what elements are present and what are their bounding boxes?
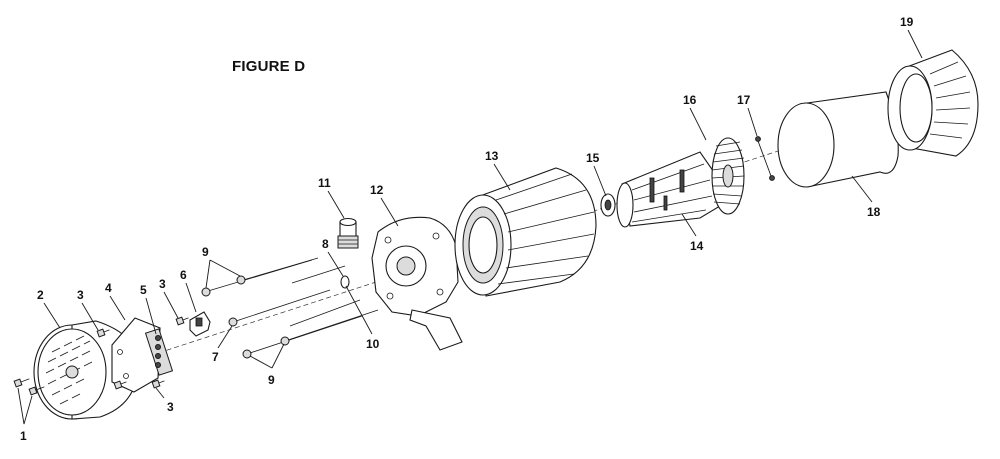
callout-17: 17 (737, 93, 751, 107)
rotor-part (616, 151, 721, 228)
callout-10: 10 (366, 337, 380, 351)
stator-part (454, 167, 597, 297)
terminal-block-part (144, 328, 174, 376)
washer-part (340, 275, 350, 289)
cover-screws-part (13, 378, 45, 396)
callout-labels: 1 2 3 4 5 3 3 6 7 8 9 9 10 11 12 13 14 1… (20, 15, 914, 443)
callout-5: 5 (140, 283, 147, 297)
fan-part (711, 137, 745, 215)
callout-3-upper-right: 3 (159, 277, 166, 291)
callout-7: 7 (212, 350, 219, 364)
brush-holder-part (189, 311, 211, 337)
rear-guard-part (887, 49, 979, 157)
nuts-part (755, 136, 775, 181)
callout-15: 15 (586, 151, 600, 165)
bearing-part (600, 193, 616, 217)
callout-3-upper-left: 3 (77, 288, 84, 302)
callout-12: 12 (370, 183, 384, 197)
fitting-part (337, 217, 359, 249)
callout-8: 8 (322, 237, 329, 251)
callout-2: 2 (37, 288, 44, 302)
callout-6: 6 (180, 268, 187, 282)
front-housing-part (371, 216, 463, 351)
callout-3-lower: 3 (167, 400, 174, 414)
callout-11: 11 (318, 176, 331, 190)
leader-lines (17, 29, 923, 425)
callout-18: 18 (867, 205, 881, 219)
shroud-part (777, 91, 899, 188)
figure-title: FIGURE D (232, 58, 306, 75)
small-screws-part (96, 316, 189, 390)
callout-9-lower: 9 (268, 373, 275, 387)
callout-16: 16 (683, 93, 697, 107)
callout-13: 13 (485, 149, 499, 163)
callout-4: 4 (105, 281, 112, 295)
through-bolts-part (201, 257, 379, 359)
callout-1: 1 (20, 429, 27, 443)
callout-14: 14 (690, 239, 704, 253)
medium-bolts-part (228, 265, 361, 327)
callout-9-upper: 9 (202, 245, 209, 259)
callout-19: 19 (900, 15, 914, 29)
